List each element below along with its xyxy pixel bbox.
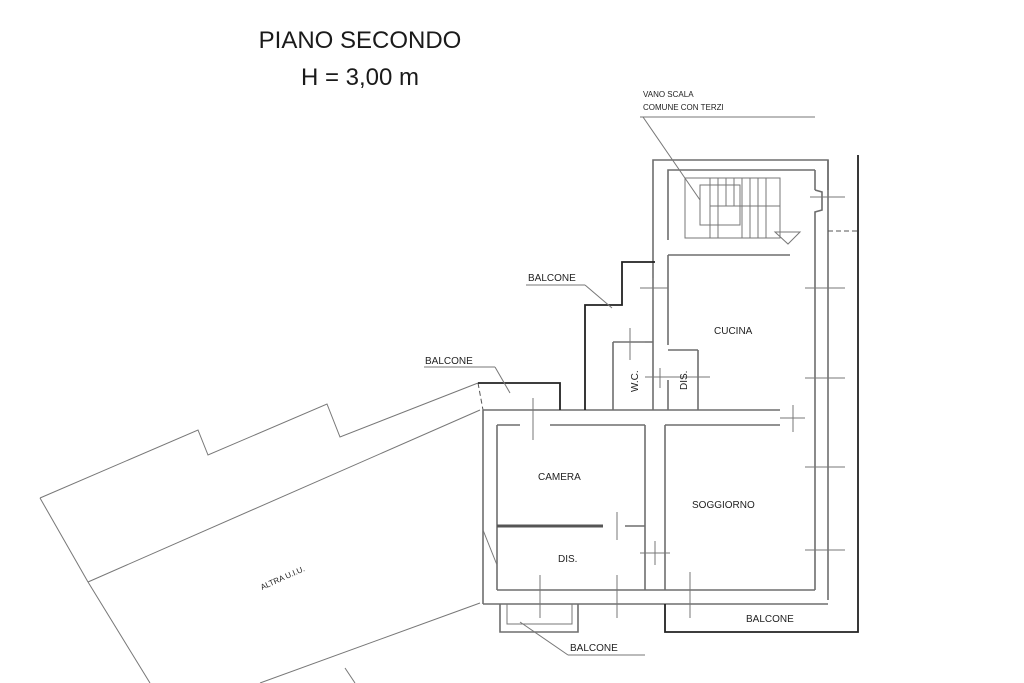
balcone-label-bottom-right: BALCONE — [746, 614, 794, 625]
balcone-label-upper: BALCONE — [528, 273, 576, 284]
living-label: SOGGIORNO — [692, 500, 755, 511]
wc-label: W.C. — [630, 370, 641, 392]
stair-label: VANO SCALA — [643, 90, 694, 99]
balconies — [478, 155, 859, 633]
outer-walls — [482, 159, 829, 605]
balcone-label-left: BALCONE — [425, 356, 473, 367]
stair-note-label: COMUNE CON TERZI — [643, 103, 724, 112]
openings — [482, 196, 858, 618]
other-unit-label: ALTRA U.I.U. — [259, 564, 306, 592]
staircase — [684, 177, 802, 245]
dis-upper-label: DIS. — [679, 371, 690, 390]
floor-title: PIANO SECONDO — [258, 27, 462, 54]
floor-height: H = 3,00 m — [300, 64, 420, 91]
dis-lower-label: DIS. — [558, 554, 577, 565]
kitchen-label: CUCINA — [714, 326, 753, 337]
bedroom-label: CAMERA — [538, 472, 581, 483]
balcone-label-bottom-left: BALCONE — [570, 643, 618, 654]
other-unit-outline — [39, 382, 484, 683]
leader-lines — [424, 116, 815, 656]
